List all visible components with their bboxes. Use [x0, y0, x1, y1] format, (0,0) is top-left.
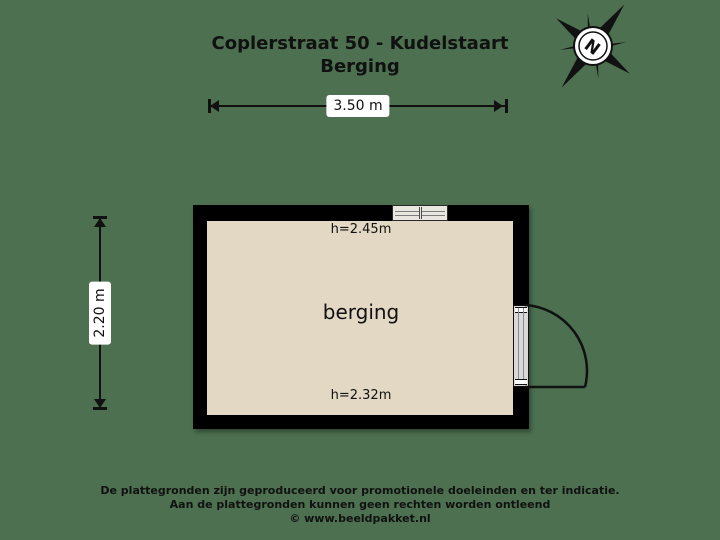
door-seam — [518, 308, 519, 384]
title-subtitle: Berging — [320, 56, 400, 77]
disclaimer-line-1: De plattegronden zijn geproduceerd voor … — [100, 484, 620, 497]
dimension-horizontal: 3.50 m — [208, 95, 508, 118]
door-hinge — [515, 307, 527, 313]
dimension-width-label: 3.50 m — [326, 95, 390, 117]
arrow-down-icon — [94, 399, 106, 408]
dimension-height-label: 2.20 m — [89, 281, 111, 345]
floorplan-room — [193, 205, 589, 429]
dimension-cap-bottom — [93, 407, 107, 410]
door-swing-arc — [523, 301, 603, 393]
website-credit: © www.beeldpakket.nl — [289, 512, 431, 525]
arrow-up-icon — [94, 218, 106, 227]
window-icon — [392, 205, 448, 221]
ceiling-height-bottom-label: h=2.32m — [330, 388, 392, 403]
footer-disclaimer: De plattegronden zijn geproduceerd voor … — [0, 484, 720, 526]
dimension-cap-left — [208, 99, 211, 113]
room-floor — [207, 221, 513, 415]
dimension-vertical: 2.20 m — [89, 216, 112, 410]
disclaimer-line-2: Aan de plattegronden kunnen geen rechten… — [169, 498, 551, 511]
title-address: Coplerstraat 50 - Kudelstaart — [211, 33, 509, 54]
arrow-right-icon — [494, 100, 503, 112]
door-seam — [523, 308, 524, 384]
door-hinge — [515, 379, 527, 385]
room-name-label: berging — [322, 300, 400, 324]
door-icon — [513, 305, 529, 387]
ceiling-height-top-label: h=2.45m — [330, 222, 392, 237]
dimension-cap-right — [505, 99, 508, 113]
compass-rose-icon: N — [543, 2, 643, 98]
page-title: Coplerstraat 50 - Kudelstaart Berging — [0, 32, 720, 78]
dimension-cap-top — [93, 216, 107, 219]
arrow-left-icon — [210, 100, 219, 112]
window-mullion — [419, 207, 422, 219]
